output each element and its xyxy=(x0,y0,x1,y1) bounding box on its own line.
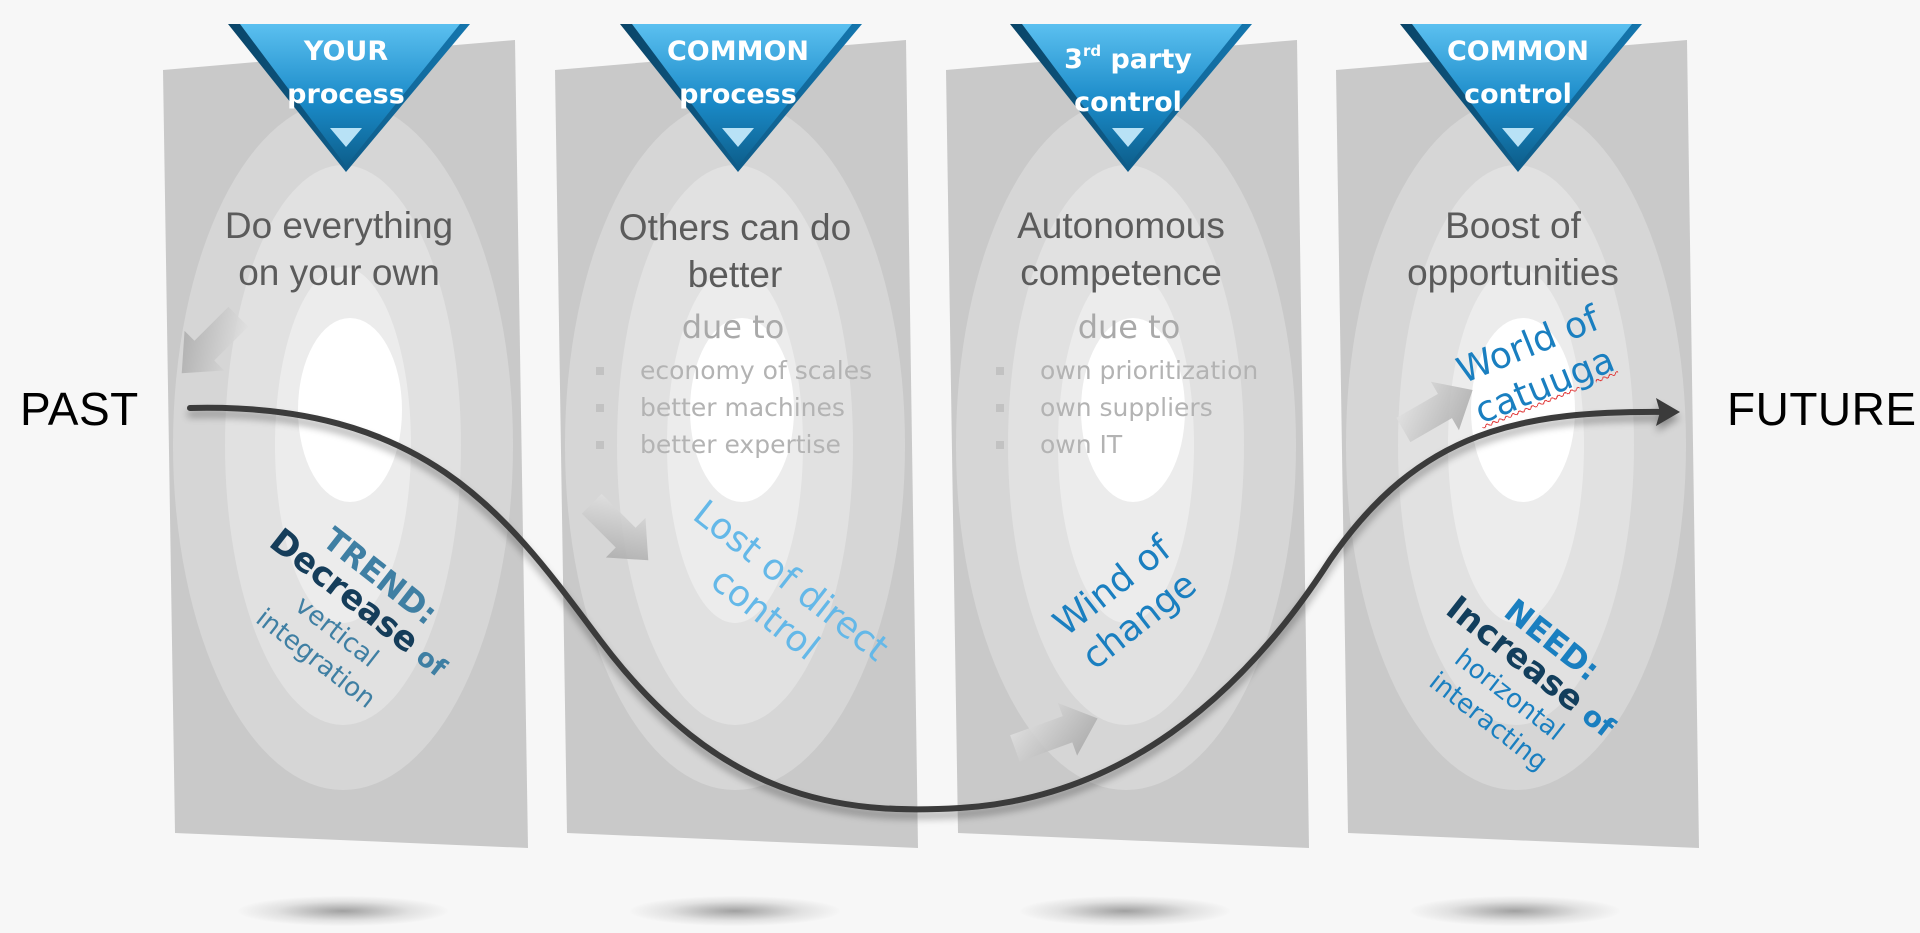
panel-2-title: Others can do better xyxy=(618,207,852,295)
list-item: own IT xyxy=(990,426,1258,463)
list-item: own prioritization xyxy=(990,352,1258,389)
arrow-icon xyxy=(1010,702,1098,762)
panel-4-shadow xyxy=(1410,896,1620,926)
panel-4-badge: COMMON control xyxy=(1446,36,1590,110)
future-label: FUTURE xyxy=(1727,383,1917,435)
bullet-icon xyxy=(996,441,1004,449)
panel-2-graphic xyxy=(555,24,918,848)
past-label: PAST xyxy=(20,383,139,435)
bullet-icon xyxy=(596,441,604,449)
trend-curve xyxy=(187,398,1680,813)
panel-3-due-to: due to xyxy=(1077,308,1181,346)
panel-1-badge: YOUR process xyxy=(287,36,405,110)
arrow-icon xyxy=(581,493,649,561)
panel-1-title: Do everything on your own xyxy=(224,205,454,293)
bullet-icon xyxy=(596,367,604,375)
panel-3-graphic xyxy=(946,24,1309,848)
list-item: better machines xyxy=(590,389,872,426)
panel-2-reasons: economy of scales better machines better… xyxy=(590,352,872,463)
bullet-icon xyxy=(996,367,1004,375)
panel-3-reasons: own prioritization own suppliers own IT xyxy=(990,352,1258,463)
panel-1-graphic xyxy=(163,24,528,848)
panel-2-due-to: due to xyxy=(681,308,785,346)
panel-4-title: Boost of opportunities xyxy=(1407,205,1619,293)
panel-3-badge: 3rd party control xyxy=(1064,42,1192,118)
list-item: better expertise xyxy=(590,426,872,463)
bullet-icon xyxy=(996,404,1004,412)
panel-4-graphic xyxy=(1336,24,1699,848)
bullet-icon xyxy=(596,404,604,412)
panel-3-shadow xyxy=(1020,896,1230,926)
panel-2-shadow xyxy=(630,896,840,926)
list-item: own suppliers xyxy=(990,389,1258,426)
panel-2-badge: COMMON process xyxy=(666,36,810,110)
list-item: economy of scales xyxy=(590,352,872,389)
panel-3-title: Autonomous competence xyxy=(1017,205,1225,293)
arrow-icon xyxy=(181,306,249,374)
panel-1-shadow xyxy=(238,896,448,926)
arrow-icon xyxy=(1396,381,1473,443)
